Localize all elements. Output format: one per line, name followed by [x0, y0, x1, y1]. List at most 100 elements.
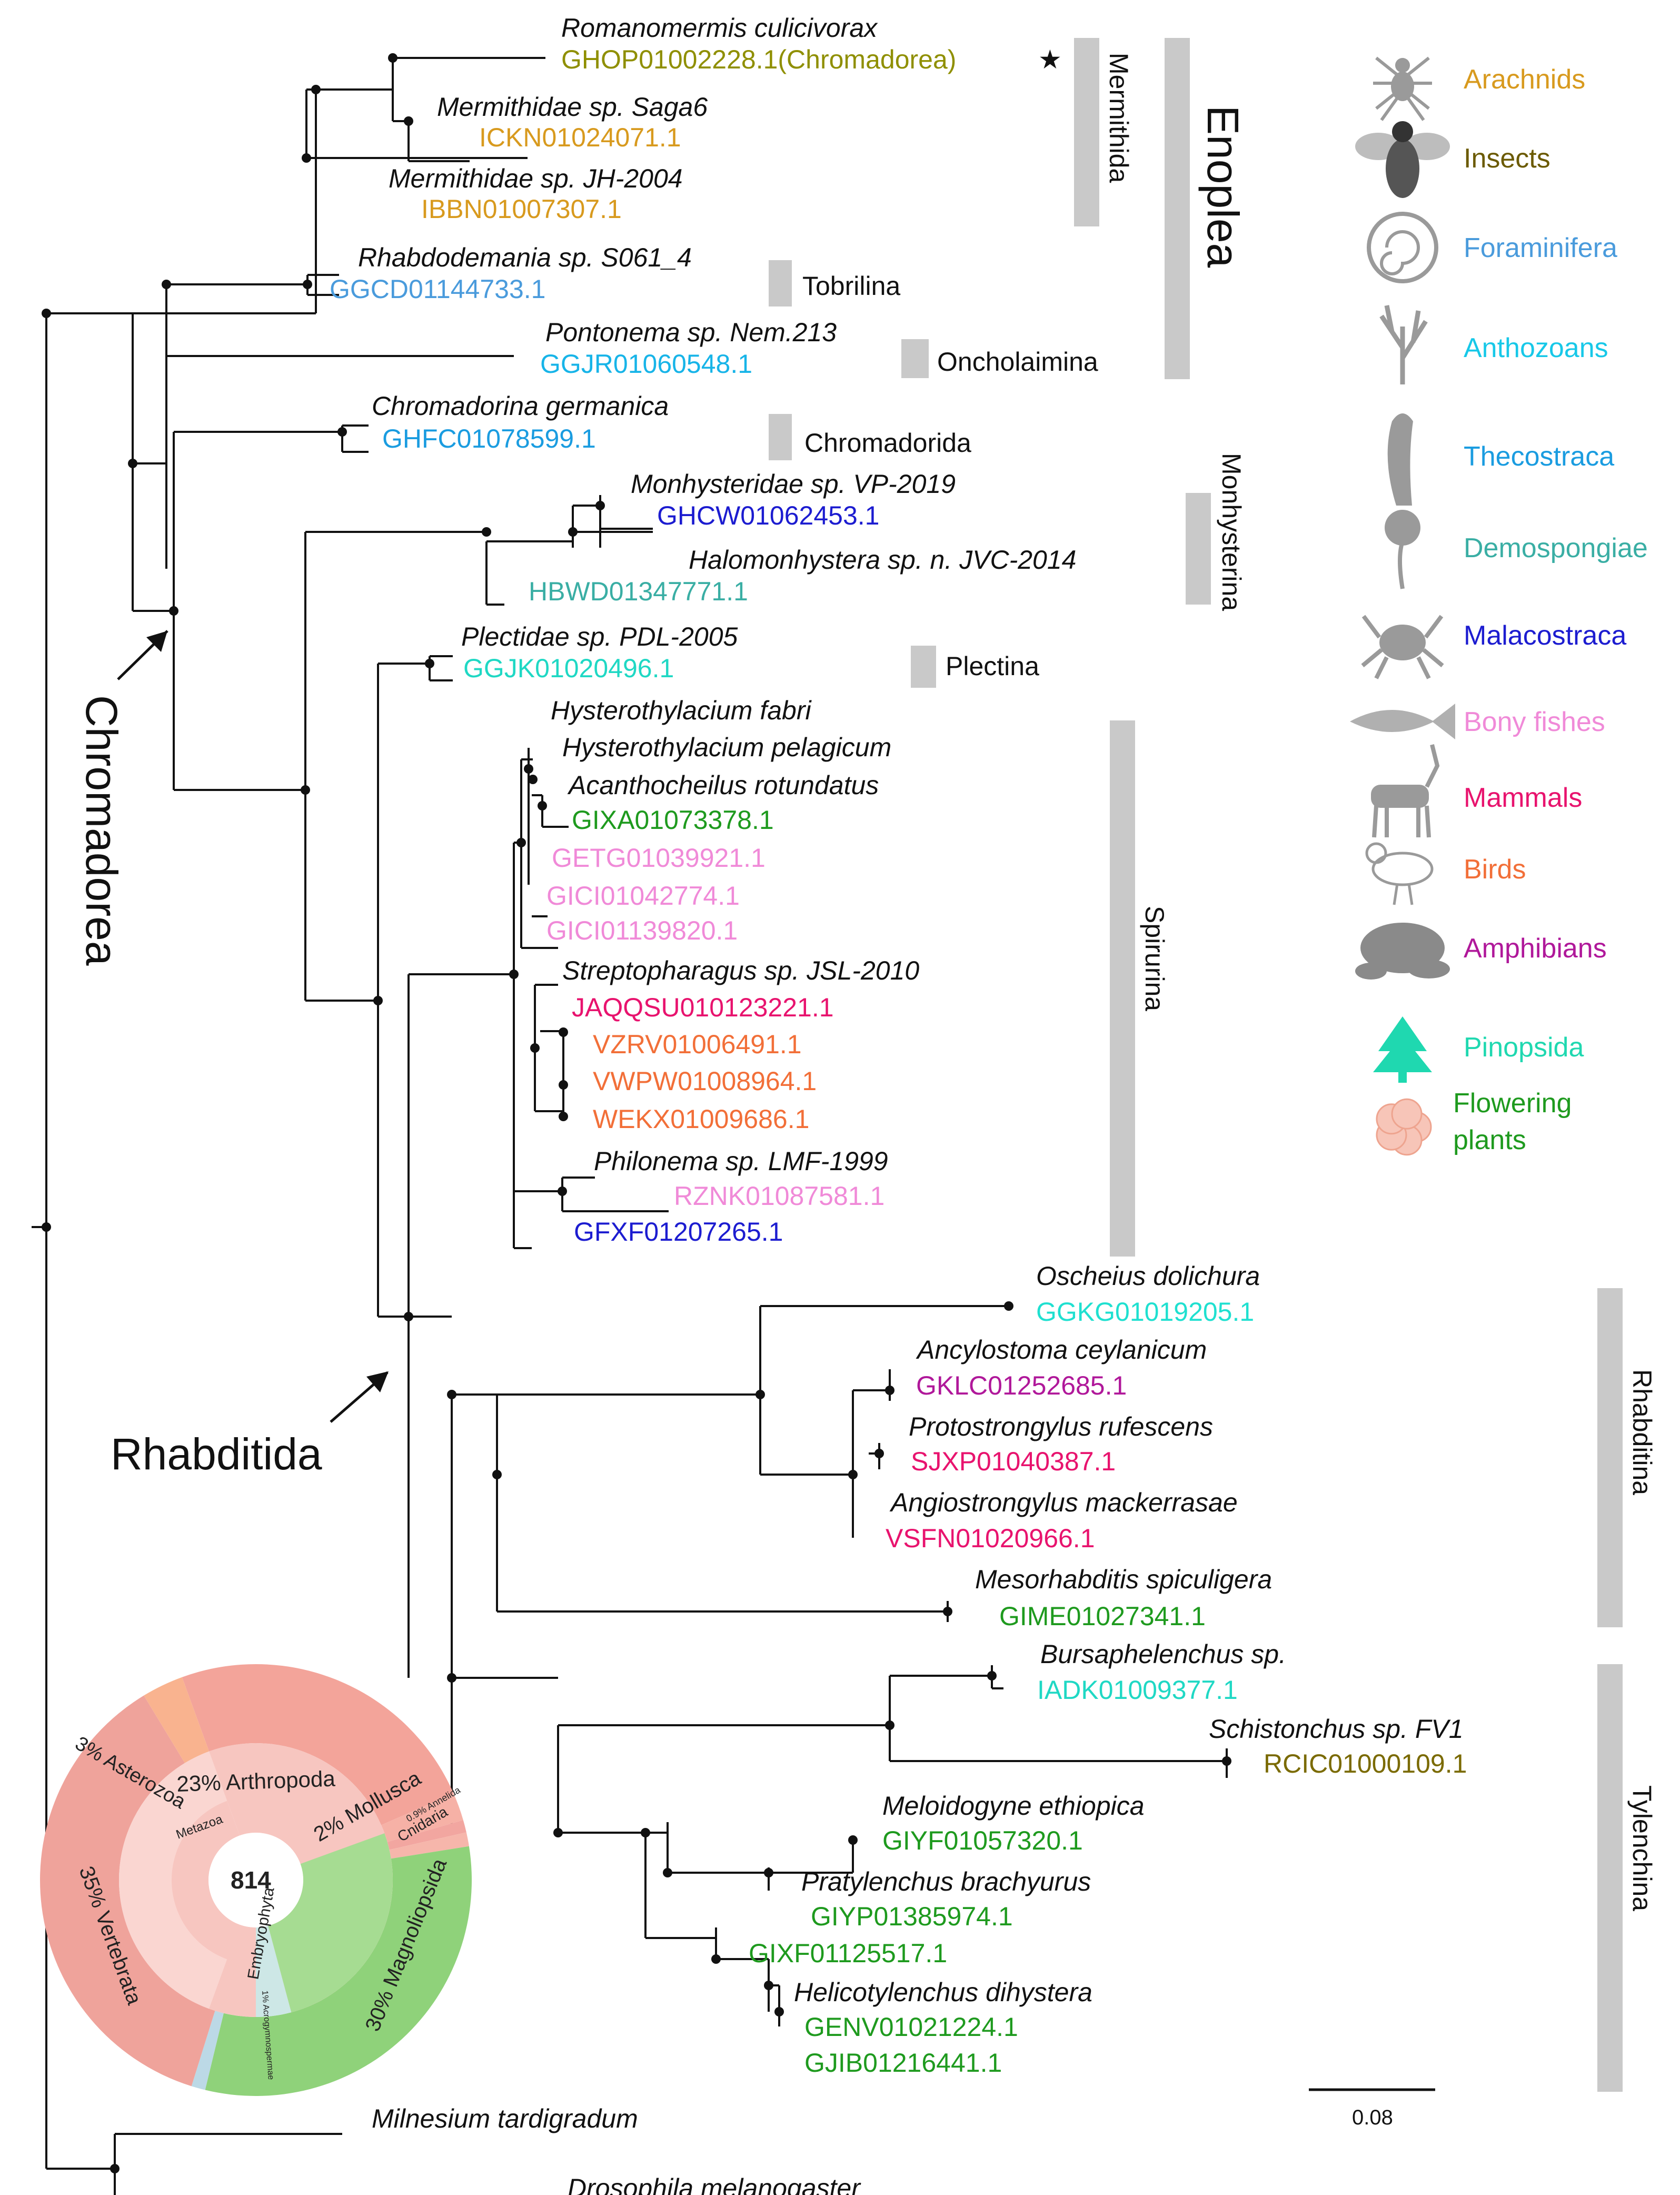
rhabditida-arrow-head — [366, 1371, 389, 1392]
accession-label: GENV01021224.1 — [804, 2012, 1018, 2042]
tobrilina-bar — [769, 260, 792, 306]
species-name: Mermithidae sp. JH-2004 — [389, 164, 683, 193]
oncholaimina-label: Oncholaimina — [937, 347, 1098, 377]
accession-label: GIYF01057320.1 — [882, 1826, 1083, 1855]
accession-label: IADK01009377.1 — [1037, 1675, 1238, 1705]
accession-label: IBBN01007307.1 — [421, 194, 622, 224]
accession-label: GIXA01073378.1 — [572, 805, 774, 835]
accession-label: GKLC01252685.1 — [916, 1371, 1127, 1400]
tobrilina-label: Tobrilina — [802, 271, 900, 301]
mermithida-bar — [1074, 38, 1099, 226]
species-name: Halomonhystera sp. n. JVC-2014 — [689, 545, 1076, 575]
monhysterina-label: Monhysterina — [1217, 453, 1246, 611]
species-name: Schistonchus sp. FV1 — [1209, 1714, 1464, 1744]
species-name: Philonema sp. LMF-1999 — [594, 1146, 888, 1176]
species-name: Monhysteridae sp. VP-2019 — [631, 469, 956, 499]
accession-label: GGKG01019205.1 — [1036, 1297, 1254, 1327]
accession-label: GGCD01144733.1 — [330, 274, 545, 304]
conifer-icon — [1373, 1016, 1432, 1083]
accession-label: VWPW01008964.1 — [593, 1066, 817, 1096]
taxon-labels: Romanomermis culicivoraxGHOP01002228.1(C… — [330, 13, 1467, 2195]
scale-bar-label: 0.08 — [1352, 2106, 1393, 2129]
star-icon: ★ — [1038, 45, 1062, 74]
bee-icon — [1355, 121, 1450, 198]
accession-label: GHCW01062453.1 — [657, 501, 879, 530]
accession-label: GGJK01020496.1 — [463, 654, 674, 683]
sunburst-outer-segment — [387, 1820, 466, 1850]
rhabditida-label: Rhabditida — [111, 1429, 322, 1479]
legend-label: Birds — [1464, 854, 1526, 885]
legend-label: Demospongiae — [1464, 533, 1648, 563]
spirurina-bar — [1110, 720, 1135, 1257]
chromadorida-label: Chromadorida — [804, 428, 971, 458]
species-name: Rhabdodemania sp. S061_4 — [358, 243, 692, 272]
antelope-icon — [1371, 744, 1440, 838]
sunburst-label: 23% Arthropoda — [176, 1766, 336, 1796]
species-name: Romanomermis culicivorax — [561, 13, 878, 43]
accession-label: GETG01039921.1 — [552, 843, 766, 873]
accession-label: VZRV01006491.1 — [593, 1030, 802, 1059]
accession-label: SJXP01040387.1 — [911, 1447, 1116, 1476]
mermithida-label: Mermithida — [1104, 53, 1134, 183]
tylenchina-bar — [1597, 1664, 1623, 2092]
species-name: Acanthocheilus rotundatus — [567, 770, 879, 800]
sunburst-inner-acro — [256, 1925, 292, 2017]
oncholaimina-bar — [901, 339, 929, 378]
accession-label: GICI01042774.1 — [546, 881, 740, 911]
tree-nodes — [42, 53, 1231, 2173]
coral-icon — [1379, 305, 1428, 384]
species-name: Chromadorina germanica — [372, 391, 669, 421]
host-legend: ArachnidsInsectsForaminiferaAnthozoansTh… — [1350, 56, 1648, 1156]
legend-label: Amphibians — [1464, 933, 1607, 964]
tree-branches — [32, 57, 1228, 2195]
monhysterina-bar — [1186, 493, 1211, 605]
legend-label: Thecostraca — [1464, 441, 1614, 472]
legend-label: Insects — [1464, 143, 1550, 174]
sunburst-mid-ring — [119, 1751, 227, 2009]
accession-label: GJIB01216441.1 — [804, 2048, 1002, 2078]
accession-label: GHFC01078599.1 — [382, 424, 596, 453]
sunburst-inner-metazoa — [209, 1743, 256, 1836]
species-name: Plectidae sp. PDL-2005 — [461, 622, 738, 651]
foraminifera-icon — [1367, 212, 1438, 283]
legend-label: Mammals — [1464, 783, 1582, 813]
accession-label: ICKN01024071.1 — [479, 123, 681, 152]
species-name: Mesorhabditis spiculigera — [975, 1565, 1272, 1594]
species-name: Protostrongylus rufescens — [909, 1412, 1213, 1441]
sunburst-outer-segment — [191, 2011, 224, 2090]
frog-icon — [1355, 923, 1450, 980]
sponge-icon — [1385, 510, 1420, 589]
rhabditina-bar — [1597, 1288, 1623, 1627]
sunburst-outer-segment — [381, 1793, 463, 1842]
chromadorida-bar — [769, 414, 792, 460]
chromadorea-arrow-head — [146, 631, 167, 652]
legend-label: Arachnids — [1464, 64, 1585, 95]
sunburst-outer-segment — [389, 1832, 469, 1859]
species-name: Helicotylenchus dihystera — [794, 1978, 1092, 2007]
species-name: Milnesium tardigradum — [372, 2104, 638, 2133]
sunburst-outer-segment — [205, 1846, 472, 2097]
species-name: Oscheius dolichura — [1036, 1261, 1260, 1291]
accession-label: GICI01139820.1 — [546, 916, 738, 945]
species-name: Streptopharagus sp. JSL-2010 — [562, 956, 919, 985]
accession-label: RCIC01000109.1 — [1264, 1749, 1467, 1778]
legend-label: Bony fishes — [1464, 707, 1605, 737]
sunburst-outer-segment — [40, 1695, 215, 2087]
species-name: Pratylenchus brachyurus — [801, 1867, 1091, 1896]
accession-label: GGJR01060548.1 — [540, 349, 752, 379]
accession-label: GIME01027341.1 — [999, 1601, 1206, 1631]
enoplea-bar — [1165, 38, 1190, 379]
spider-icon — [1373, 56, 1432, 121]
spirurina-label: Spirurina — [1140, 906, 1169, 1011]
accession-label: RZNK01087581.1 — [674, 1181, 884, 1211]
crab-icon — [1361, 615, 1444, 679]
accession-label: VSFN01020966.1 — [886, 1524, 1095, 1553]
accession-label: GIXF01125517.1 — [749, 1939, 947, 1968]
species-name: Drosophila melanogaster — [568, 2173, 861, 2195]
accession-label: JAQQSU010123221.1 — [572, 993, 834, 1022]
barnacle-icon — [1387, 413, 1413, 506]
fish-icon — [1350, 704, 1455, 739]
